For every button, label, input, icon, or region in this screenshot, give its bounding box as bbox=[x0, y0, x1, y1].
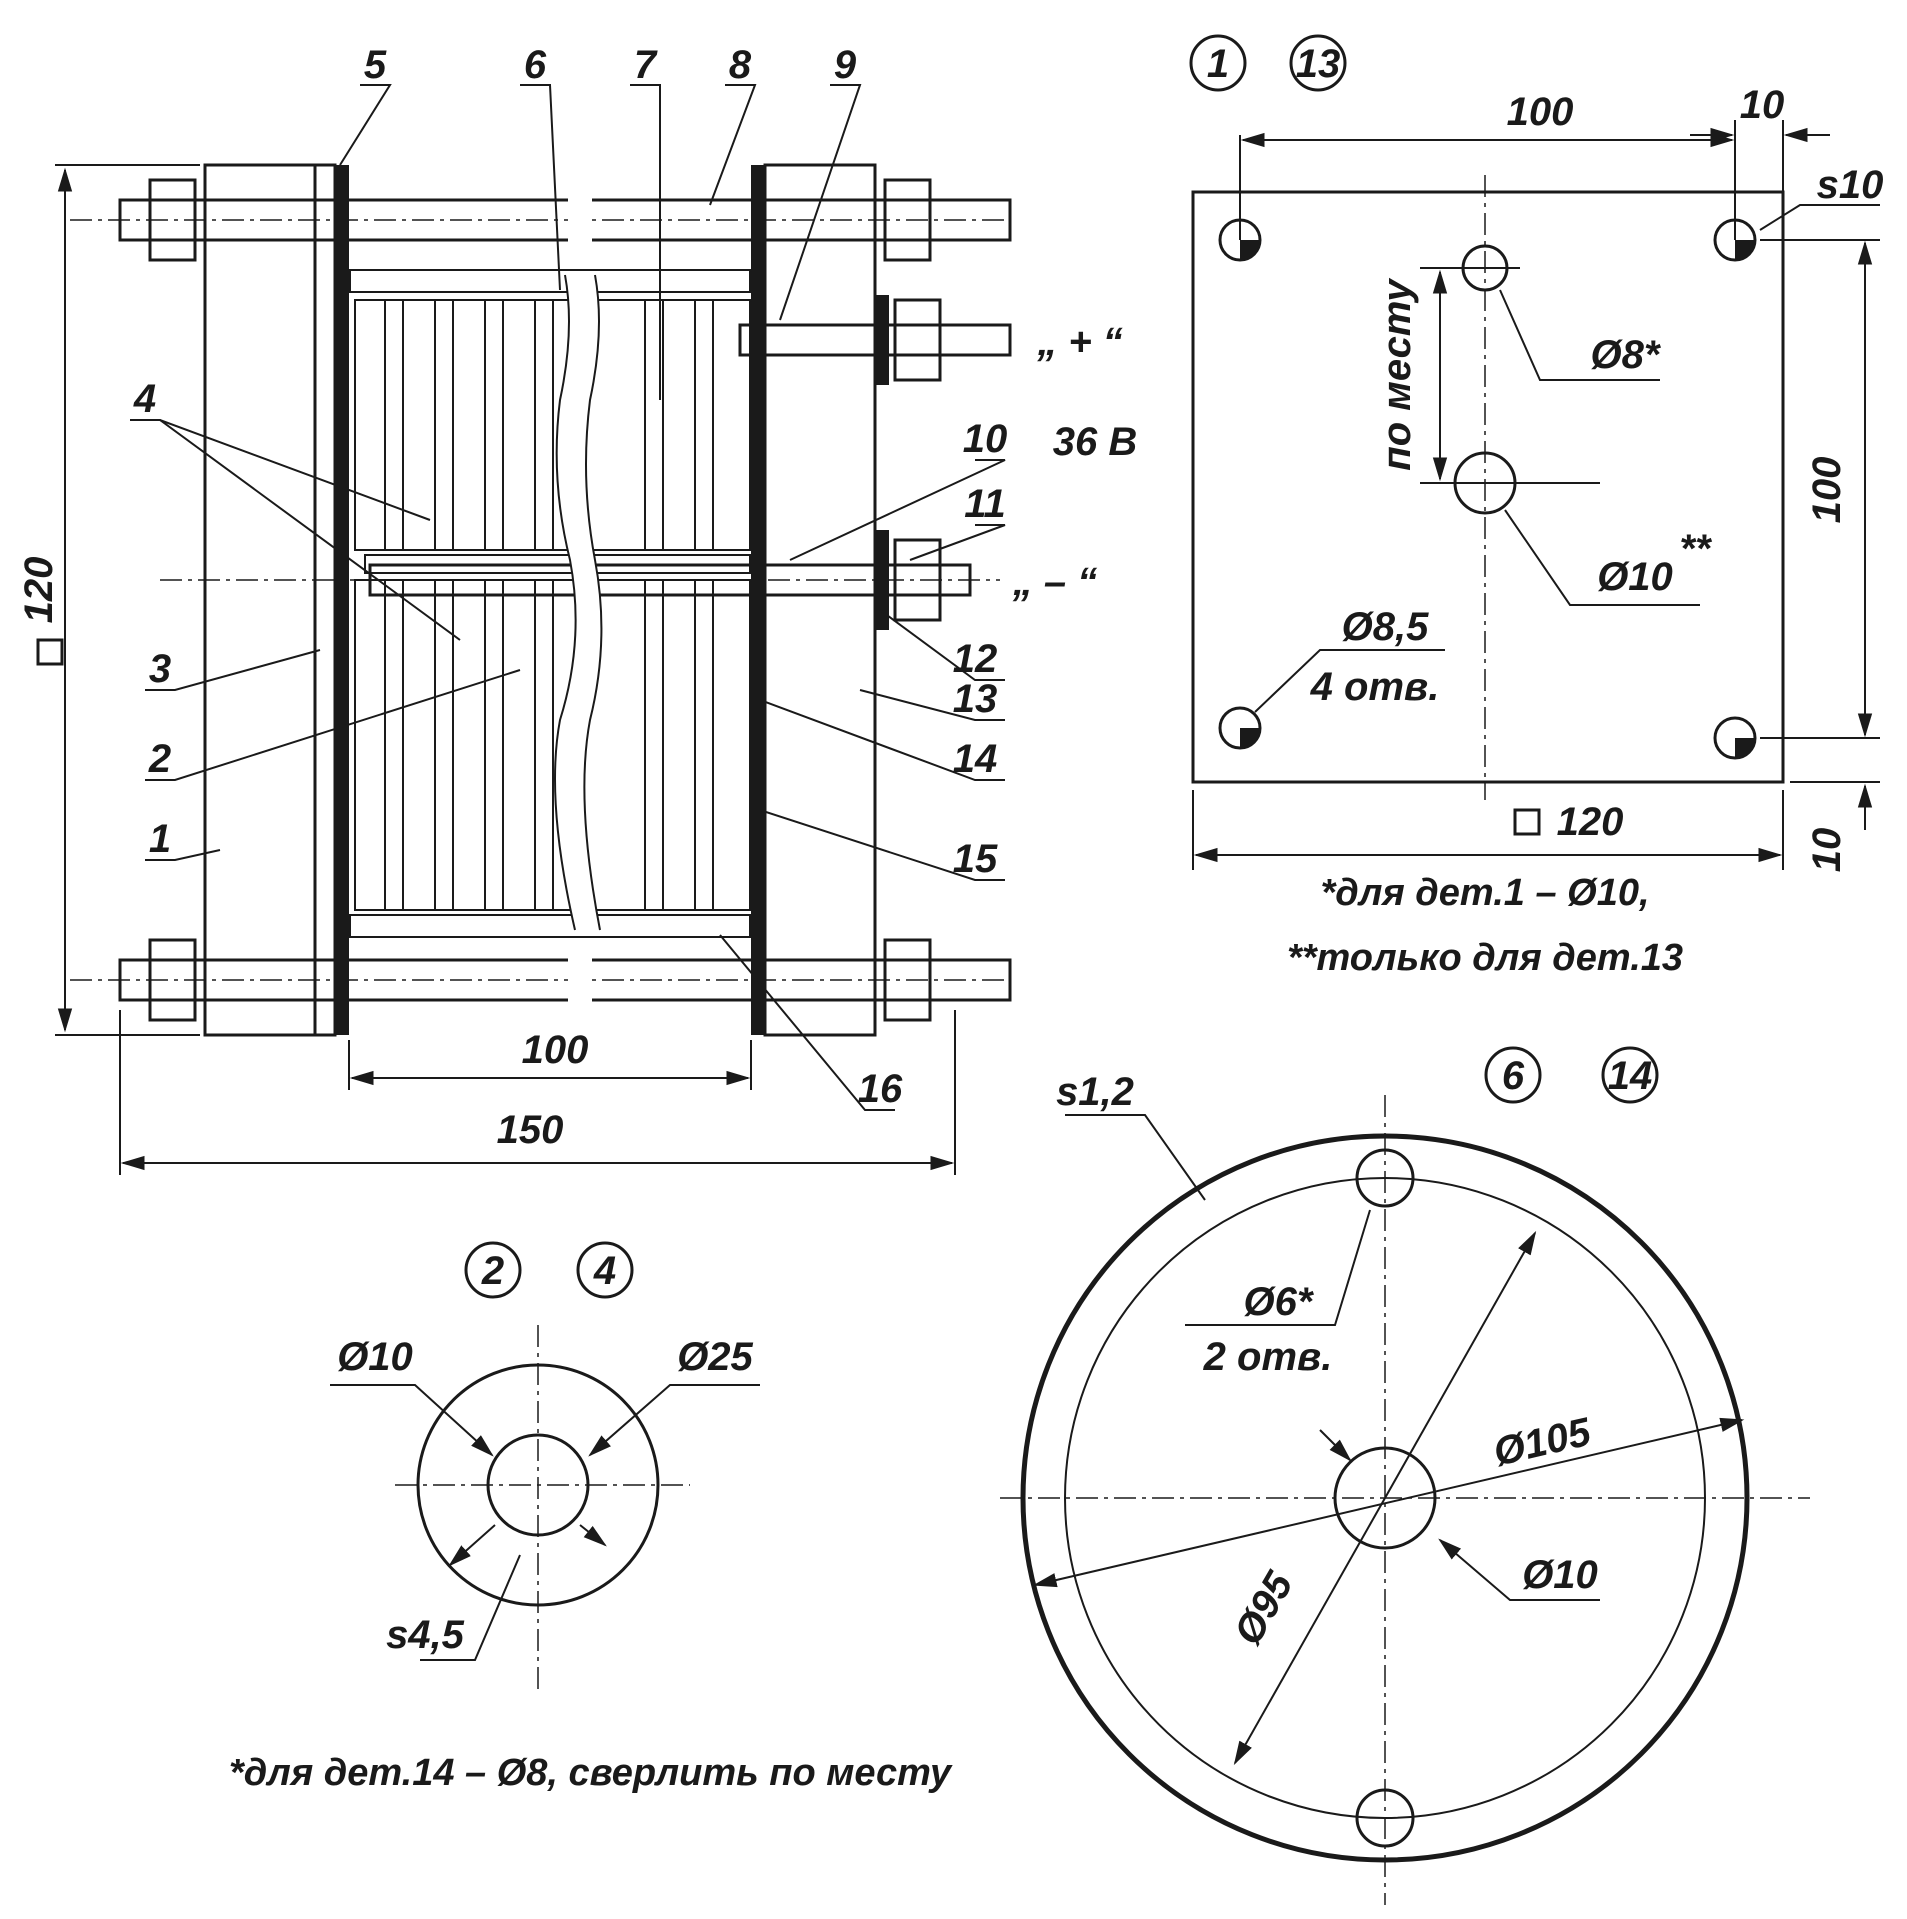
hole-10-label: Ø10 bbox=[1597, 555, 1673, 599]
pos-3: 3 bbox=[149, 647, 171, 691]
disc-bolt-circle-dia: Ø95 bbox=[1226, 1564, 1302, 1652]
callout-14: 14 bbox=[1608, 1054, 1653, 1098]
washer-view: 2 4 Ø10 Ø25 s4,5 bbox=[330, 1241, 760, 1690]
end-plate-left bbox=[203, 163, 317, 1037]
pos-13: 13 bbox=[953, 677, 998, 721]
hole-8-5-label: Ø8,5 bbox=[1342, 605, 1429, 649]
dim-bottom-edge: 10 bbox=[1805, 828, 1849, 873]
pos-2: 2 bbox=[148, 737, 171, 781]
callout-4: 4 bbox=[593, 1249, 616, 1293]
callout-2: 2 bbox=[481, 1249, 504, 1293]
terminal-plus: „ + “ bbox=[1036, 320, 1123, 364]
square-symbol-section bbox=[36, 638, 64, 666]
square-plate bbox=[1191, 190, 1785, 784]
dim-overall: 150 bbox=[497, 1108, 564, 1152]
pos-7: 7 bbox=[634, 43, 658, 87]
footnote: *для дет.14 – Ø8, сверлить по месту bbox=[229, 1752, 953, 1794]
dim-side: 100 bbox=[1805, 457, 1849, 524]
mesh-band-bottom bbox=[349, 914, 751, 938]
pos-10: 10 bbox=[963, 417, 1008, 461]
dim-top: 100 bbox=[1507, 90, 1574, 134]
plate-note-1: *для дет.1 – Ø10, bbox=[1320, 872, 1649, 914]
voltage-label: 36 В bbox=[1053, 420, 1138, 464]
electrode-stack-lower bbox=[354, 579, 751, 911]
disc-center-dia: Ø10 bbox=[1522, 1553, 1598, 1597]
pos-9: 9 bbox=[834, 43, 857, 87]
terminal-minus: „ – “ bbox=[1012, 560, 1097, 604]
electrode-stack-upper bbox=[354, 299, 751, 551]
disc-view: 6 14 s1,2 Ø6* 2 отв. Ø105 Ø95 Ø10 bbox=[1000, 1046, 1810, 1905]
hole-count-plate: 4 отв. bbox=[1310, 665, 1440, 709]
hole-10-mark: ** bbox=[1679, 527, 1713, 571]
pos-14: 14 bbox=[953, 737, 998, 781]
plus-insulator bbox=[875, 295, 889, 385]
pos-11: 11 bbox=[964, 482, 1006, 526]
pos-15: 15 bbox=[953, 837, 998, 881]
plate-left bbox=[335, 165, 349, 1035]
pos-6: 6 bbox=[524, 43, 547, 87]
washer-thickness: s4,5 bbox=[386, 1613, 465, 1657]
plate-note-2: **только для дет.13 bbox=[1287, 937, 1683, 979]
plus-nut bbox=[893, 298, 942, 382]
pos-5: 5 bbox=[364, 43, 387, 87]
washer-outer-dia: Ø25 bbox=[677, 1335, 753, 1379]
square-symbol-plate bbox=[1513, 808, 1541, 836]
callout-13: 13 bbox=[1296, 42, 1341, 86]
pos-16: 16 bbox=[858, 1067, 903, 1111]
dim-inner: 100 bbox=[522, 1028, 589, 1072]
thickness-plate: s10 bbox=[1817, 163, 1884, 207]
disc-hole-count: 2 отв. bbox=[1203, 1335, 1333, 1379]
dim-by-place: по месту bbox=[1375, 278, 1419, 471]
mounting-holes bbox=[1218, 218, 1757, 760]
dim-height: 120 bbox=[17, 557, 61, 624]
callout-6: 6 bbox=[1502, 1054, 1525, 1098]
dim-square: 120 bbox=[1557, 800, 1624, 844]
callout-1: 1 bbox=[1207, 42, 1229, 86]
disc-thickness: s1,2 bbox=[1056, 1070, 1134, 1114]
pos-4: 4 bbox=[133, 377, 156, 421]
hole-8-label: Ø8* bbox=[1591, 333, 1662, 377]
disc-outer-dia: Ø105 bbox=[1489, 1410, 1595, 1475]
section-view: 5 6 7 8 9 10 11 4 3 2 1 12 13 14 15 16 „… bbox=[17, 43, 1137, 1175]
position-leaders bbox=[130, 84, 1006, 1111]
disc-hole-6: Ø6* bbox=[1244, 1280, 1315, 1324]
mesh-band-top bbox=[349, 269, 751, 293]
plate-view: 1 13 100 10 s10 bbox=[1189, 34, 1884, 979]
pos-1: 1 bbox=[149, 817, 171, 861]
gasket-left bbox=[313, 163, 337, 1037]
pos-12: 12 bbox=[953, 637, 998, 681]
plate-right bbox=[751, 165, 765, 1035]
dim-top-edge: 10 bbox=[1740, 83, 1785, 127]
break-gap bbox=[555, 275, 602, 930]
washer-inner-dia: Ø10 bbox=[337, 1335, 413, 1379]
end-plate-right bbox=[763, 163, 877, 1037]
pos-8: 8 bbox=[729, 43, 752, 87]
